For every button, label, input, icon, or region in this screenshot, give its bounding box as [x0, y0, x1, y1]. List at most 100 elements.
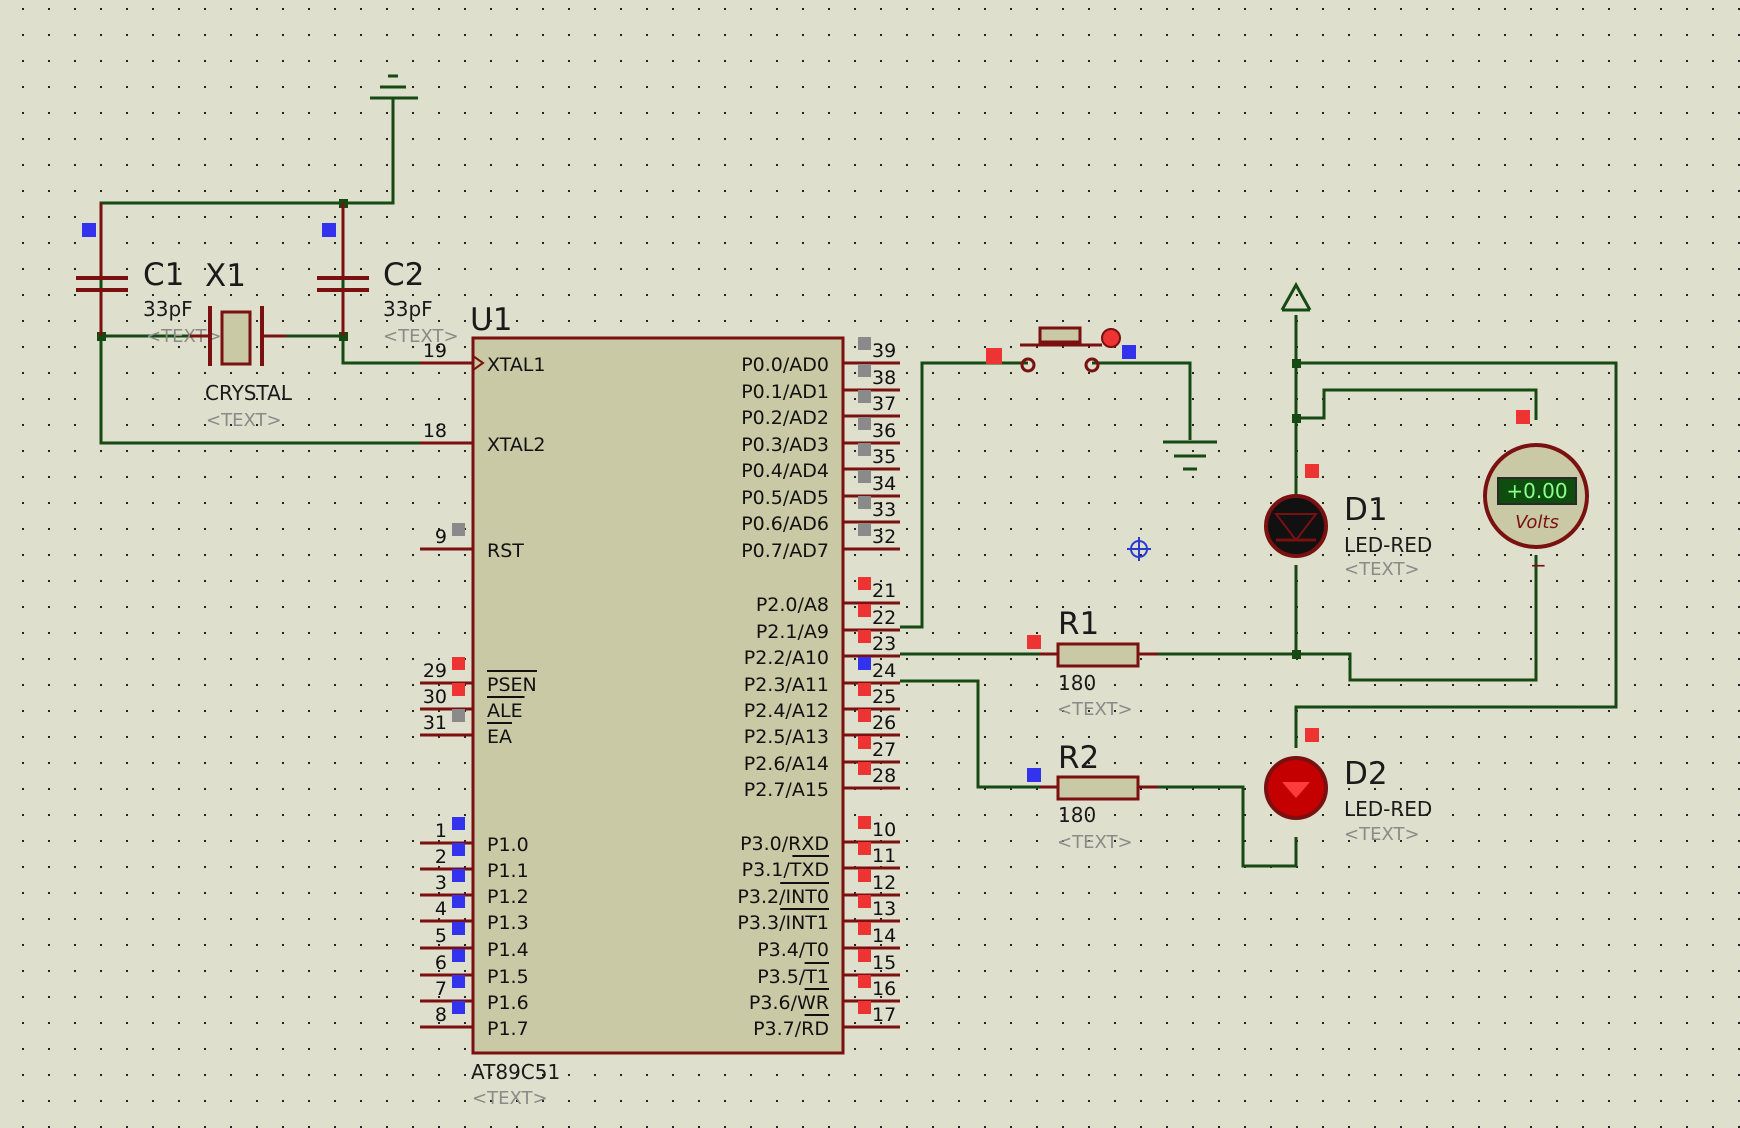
resistor-r1[interactable]: R1 180 <TEXT>	[1027, 606, 1158, 720]
c2-value: 33pF	[383, 297, 433, 321]
logic-state-high	[858, 736, 871, 749]
x1-value: CRYSTAL	[205, 381, 293, 405]
logic-state-float	[858, 364, 871, 377]
logic-state-high	[858, 1001, 871, 1014]
pin-name: PSEN	[487, 674, 537, 696]
power-terminal[interactable]	[1280, 281, 1312, 312]
d1-reference: D1	[1344, 492, 1388, 528]
crosshair-icon[interactable]	[1127, 537, 1151, 561]
pin-name: P1.7	[487, 1018, 529, 1040]
logic-state-float	[858, 443, 871, 456]
pin-name: P1.3	[487, 912, 529, 934]
u1-reference: U1	[470, 302, 512, 338]
led-d2[interactable]: D2 LED-RED <TEXT>	[1264, 728, 1432, 845]
push-button[interactable]	[986, 326, 1136, 373]
logic-state-float	[858, 390, 871, 403]
voltmeter-reading: +0.00	[1506, 479, 1567, 503]
u1-pin-3[interactable]: 3P1.2	[420, 869, 529, 908]
pin-number: 38	[872, 367, 896, 389]
pin-name: P3.5/T1	[757, 966, 829, 988]
c1-text-placeholder: <TEXT>	[146, 326, 222, 347]
pin-number: 37	[872, 393, 896, 415]
u1-pin-8[interactable]: 8P1.7	[420, 1001, 529, 1040]
wires[interactable]	[99, 98, 1618, 868]
pin-number: 6	[435, 952, 447, 974]
capacitor-c1[interactable]: C1 33pF <TEXT>	[76, 203, 222, 347]
pin-number: 29	[423, 660, 447, 682]
pin-name: P3.0/RXD	[740, 833, 829, 855]
r1-value: 180	[1058, 671, 1096, 695]
r1-text-placeholder: <TEXT>	[1057, 699, 1133, 720]
dc-voltmeter[interactable]: +0.00 Volts −	[1483, 410, 1589, 577]
logic-state-high	[858, 895, 871, 908]
u1-left-pins: 19XTAL118XTAL29RST29PSEN30ALE31EA1P1.02P…	[420, 340, 545, 1040]
r2-value: 180	[1058, 803, 1096, 827]
ground-terminal-top[interactable]	[370, 74, 418, 100]
u1-value: AT89C51	[471, 1060, 560, 1084]
pin-name: P1.2	[487, 886, 529, 908]
u1-pin-4[interactable]: 4P1.3	[420, 895, 529, 934]
pin-number: 5	[435, 925, 447, 947]
pin-number: 3	[435, 872, 447, 894]
logic-state-high	[858, 630, 871, 643]
logic-state-high	[858, 949, 871, 962]
capacitor-c2[interactable]: C2 33pF <TEXT>	[317, 203, 459, 347]
logic-state-high	[858, 816, 871, 829]
crystal-x1[interactable]: X1 CRYSTAL <TEXT>	[190, 258, 293, 431]
logic-state-low	[1027, 768, 1041, 782]
microcontroller-u1[interactable]: U1 AT89C51 <TEXT> 19XTAL118XTAL29RST29PS…	[420, 302, 900, 1109]
logic-state-low	[452, 817, 465, 830]
pin-name: P0.2/AD2	[741, 407, 829, 429]
logic-state-high	[1305, 464, 1319, 478]
pin-name: P2.2/A10	[744, 647, 829, 669]
logic-state-high	[858, 604, 871, 617]
logic-state-low	[452, 895, 465, 908]
pin-number: 2	[435, 846, 447, 868]
pin-number: 9	[435, 526, 447, 548]
u1-pin-5[interactable]: 5P1.4	[420, 922, 529, 961]
button-actuator-icon[interactable]	[1101, 328, 1121, 348]
pin-number: 22	[872, 607, 896, 629]
pin-number: 35	[872, 446, 896, 468]
resistor-r2[interactable]: R2 180 <TEXT>	[1027, 740, 1158, 853]
u1-text-placeholder: <TEXT>	[472, 1088, 548, 1109]
ground-terminal-button[interactable]	[1163, 440, 1217, 471]
pin-number: 34	[872, 473, 896, 495]
logic-state-high	[858, 683, 871, 696]
logic-state-float	[452, 709, 465, 722]
junction-dot-icon	[1292, 414, 1301, 423]
logic-state-high	[858, 577, 871, 590]
led-d1[interactable]: D1 LED-RED <TEXT>	[1264, 464, 1432, 580]
